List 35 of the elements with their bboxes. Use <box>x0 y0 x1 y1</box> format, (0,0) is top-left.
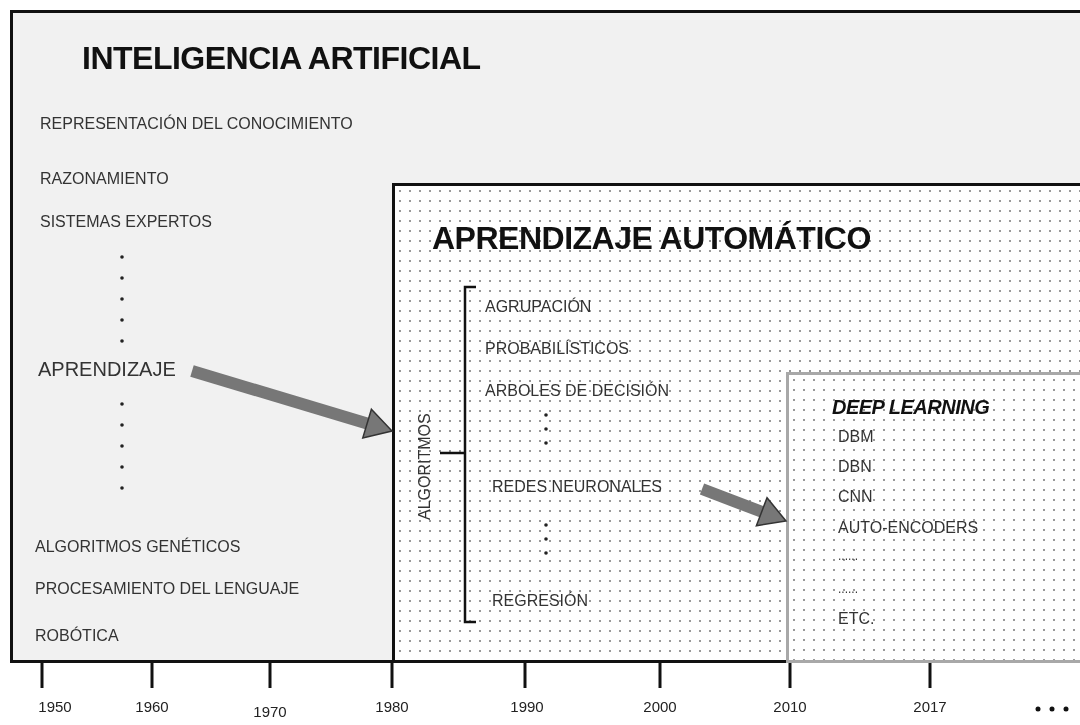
topic-label: ETC. <box>838 610 875 629</box>
topic-label: APRENDIZAJE <box>38 358 176 381</box>
topic-label: SISTEMAS EXPERTOS <box>40 213 212 232</box>
topic-label: REDES NEURONALES <box>492 478 662 497</box>
topic-label: CNN <box>838 488 873 507</box>
topic-label: ARBOLES DE DECISIÓN <box>485 382 670 401</box>
year-label: 2010 <box>773 698 807 715</box>
year-label: 1980 <box>375 698 409 715</box>
topic-label: DBM <box>838 428 874 447</box>
section-title: APRENDIZAJE AUTOMÁTICO <box>432 220 871 257</box>
field-panel <box>392 183 1080 663</box>
year-label: 1970 <box>253 703 287 720</box>
year-label: 1960 <box>135 698 169 715</box>
year-label: 1990 <box>510 698 544 715</box>
topic-label: ALGORITMOS GENÉTICOS <box>35 538 241 557</box>
block-arrow <box>190 365 393 439</box>
field-panel <box>10 10 1080 663</box>
topic-label: AGRUPACIÓN <box>485 298 592 317</box>
topic-label: RAZONAMIENTO <box>40 170 169 189</box>
year-label: 1950 <box>38 698 72 715</box>
section-title: DEEP LEARNING <box>832 396 990 419</box>
field-panel <box>786 372 1080 663</box>
topic-label: REPRESENTACIÓN DEL CONOCIMIENTO <box>40 115 353 134</box>
year-label: 2017 <box>913 698 947 715</box>
topic-label: DBN <box>838 458 872 477</box>
topic-label: ...... <box>838 583 858 597</box>
topic-label: AUTO-ENCODERS <box>838 519 979 538</box>
group-label: ALGORITMOS <box>416 413 434 520</box>
topic-label: ROBÓTICA <box>35 627 119 646</box>
topic-label: ...... <box>838 550 858 564</box>
year-label: 2000 <box>643 698 677 715</box>
section-title: INTELIGENCIA ARTIFICIAL <box>82 40 481 77</box>
topic-label: PROCESAMIENTO DEL LENGUAJE <box>35 580 300 599</box>
topic-label: REGRESIÓN <box>492 592 588 611</box>
topic-label: PROBABILÍSTICOS <box>485 340 630 359</box>
